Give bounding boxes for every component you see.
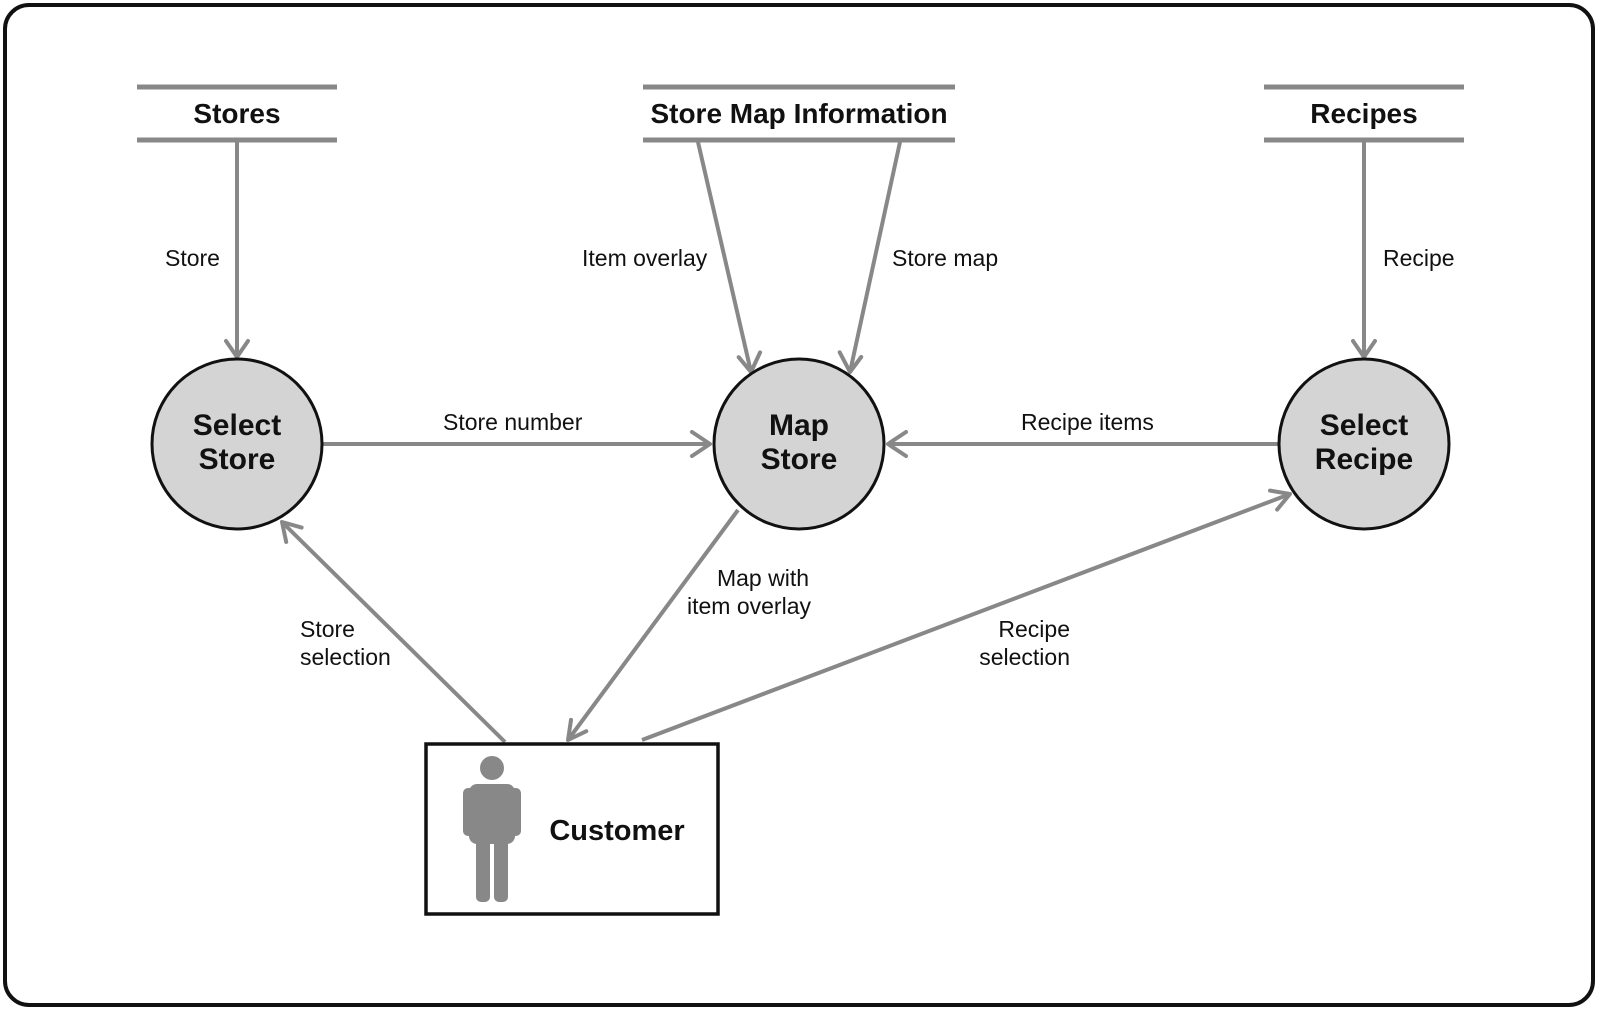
external-entity-customer: Customer — [424, 742, 720, 916]
flow-label-store: Store — [165, 245, 220, 271]
flow-label-map-with-item-overlay-line1: Map with — [717, 565, 809, 591]
data-store-store-map-information-label: Store Map Information — [650, 98, 947, 129]
data-store-recipes: Recipes — [1264, 84, 1464, 143]
data-store-store-map-information: Store Map Information — [643, 84, 955, 143]
flow-arrow-map-with-item-overlay — [566, 508, 740, 742]
flow-label-recipe: Recipe — [1383, 245, 1455, 271]
flow-arrow-store — [224, 142, 250, 359]
flow-arrow-store-selection — [280, 520, 507, 744]
flow-label-map-with-item-overlay-line2: item overlay — [687, 593, 811, 619]
flow-label-store-map: Store map — [892, 245, 998, 271]
flow-label-store-selection-line1: Store — [300, 616, 355, 642]
flow-arrow-store-map — [837, 141, 902, 374]
flow-arrow-recipe-items — [886, 430, 1278, 458]
process-map-store-label-line1: Map — [769, 409, 829, 442]
process-select-recipe-label-line1: Select — [1320, 409, 1408, 442]
process-map-store-label-line2: Store — [761, 443, 838, 476]
flow-arrow-store-number — [322, 430, 712, 458]
flow-arrow-recipe — [1351, 142, 1377, 359]
data-store-stores: Stores — [137, 84, 337, 143]
process-map-store: Map Store — [712, 357, 886, 531]
external-entity-customer-label: Customer — [549, 815, 684, 847]
flow-label-store-number: Store number — [443, 409, 583, 435]
flow-label-recipe-items: Recipe items — [1021, 409, 1154, 435]
flow-label-recipe-selection-line2: selection — [979, 644, 1070, 670]
person-icon — [463, 756, 521, 902]
data-store-recipes-label: Recipes — [1310, 98, 1417, 129]
data-store-stores-label: Stores — [193, 98, 280, 129]
flow-arrow-recipe-selection — [641, 488, 1292, 742]
flow-label-recipe-selection-line1: Recipe — [998, 616, 1070, 642]
process-select-recipe-label-line2: Recipe — [1315, 443, 1413, 476]
flow-arrow-item-overlay — [696, 141, 763, 374]
process-select-store-label-line1: Select — [193, 409, 281, 442]
process-select-store: Select Store — [150, 357, 324, 531]
process-select-recipe: Select Recipe — [1277, 357, 1451, 531]
process-select-store-label-line2: Store — [199, 443, 276, 476]
flow-label-store-selection-line2: selection — [300, 644, 391, 670]
flow-label-item-overlay: Item overlay — [582, 245, 708, 271]
